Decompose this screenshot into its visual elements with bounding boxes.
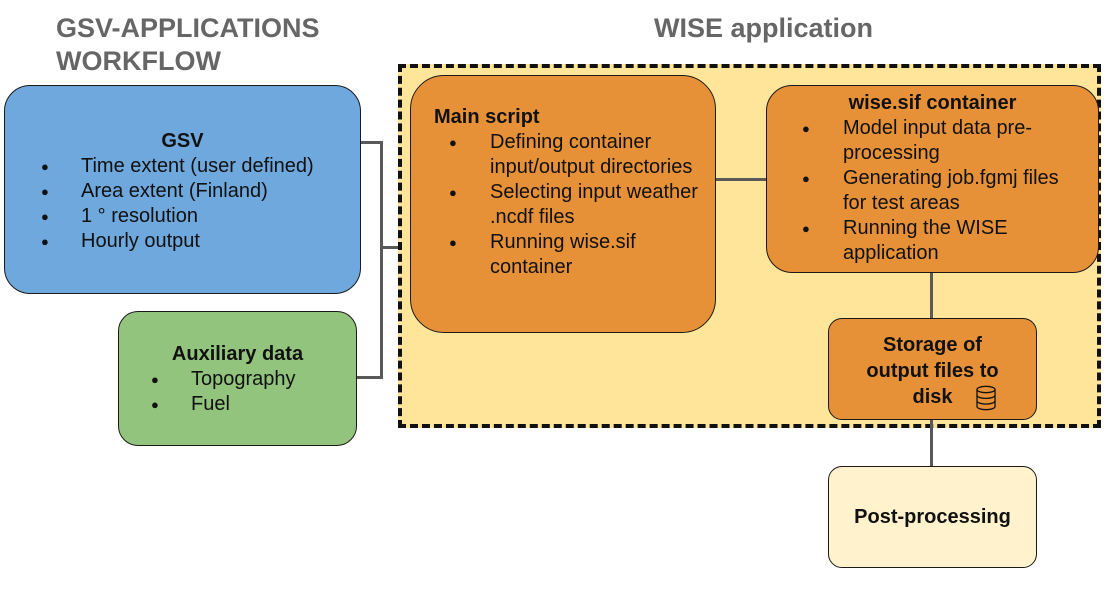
gsv-item-hourly-output: Hourly output: [41, 229, 314, 254]
gsv-item-time-extent: Time extent (user defined): [41, 154, 314, 179]
storage-title-line-2: output files to: [866, 360, 999, 382]
gsv-list: Time extent (user defined) Area extent (…: [41, 154, 314, 254]
connector-aux-horizontal: [357, 376, 383, 379]
storage-title-line-3: disk: [912, 386, 953, 408]
wise-application-heading: WISE application: [654, 13, 874, 43]
wise-sif-container-list: Model input data pre-processing Generati…: [802, 116, 1062, 266]
auxiliary-item-topography: Topography: [151, 367, 296, 392]
connector-main-to-wise-sif: [716, 178, 766, 181]
post-processing-title: Post-processing: [854, 506, 1011, 528]
wise-sif-container-box: wise.sif container Model input data pre-…: [766, 85, 1099, 273]
gsv-box: GSV Time extent (user defined) Area exte…: [4, 85, 361, 294]
workflow-heading-line-1: GSV-APPLICATIONS: [56, 13, 320, 43]
auxiliary-data-box: Auxiliary data Topography Fuel: [118, 311, 357, 446]
storage-title: Storage of output files to disk: [829, 332, 1036, 410]
main-script-item-weather-files: Selecting input weather .ncdf files: [449, 180, 699, 230]
gsv-item-area-extent: Area extent (Finland): [41, 179, 314, 204]
connector-storage-to-post: [930, 420, 933, 466]
storage-title-line-1: Storage of: [883, 334, 982, 356]
connector-gsv-horizontal: [361, 141, 383, 144]
wise-sif-item-job-files: Generating job.fgmj files for test areas: [802, 166, 1062, 216]
connector-bracket-vertical: [380, 141, 383, 379]
workflow-heading: GSV-APPLICATIONS WORKFLOW: [56, 12, 320, 78]
wise-sif-item-preprocessing: Model input data pre-processing: [802, 116, 1062, 166]
auxiliary-item-fuel: Fuel: [151, 392, 296, 417]
main-script-list: Defining container input/output director…: [449, 130, 699, 280]
storage-box: Storage of output files to disk: [828, 318, 1037, 420]
post-processing-box: Post-processing: [828, 466, 1037, 568]
workflow-heading-line-2: WORKFLOW: [56, 46, 221, 76]
auxiliary-data-list: Topography Fuel: [151, 367, 296, 417]
main-script-item-directories: Defining container input/output director…: [449, 130, 699, 180]
wise-sif-container-title: wise.sif container: [848, 92, 1017, 114]
connector-to-wise: [380, 246, 410, 249]
main-script-item-run-container: Running wise.sif container: [449, 230, 699, 280]
connector-wise-sif-to-storage: [930, 273, 933, 318]
wise-sif-item-run-wise: Running the WISE application: [802, 216, 1062, 266]
auxiliary-data-title: Auxiliary data: [171, 343, 304, 365]
gsv-item-resolution: 1 ° resolution: [41, 204, 314, 229]
database-icon: [976, 385, 996, 411]
main-script-title: Main script: [434, 106, 540, 128]
gsv-title: GSV: [161, 130, 204, 152]
main-script-box: Main script Defining container input/out…: [410, 75, 716, 333]
